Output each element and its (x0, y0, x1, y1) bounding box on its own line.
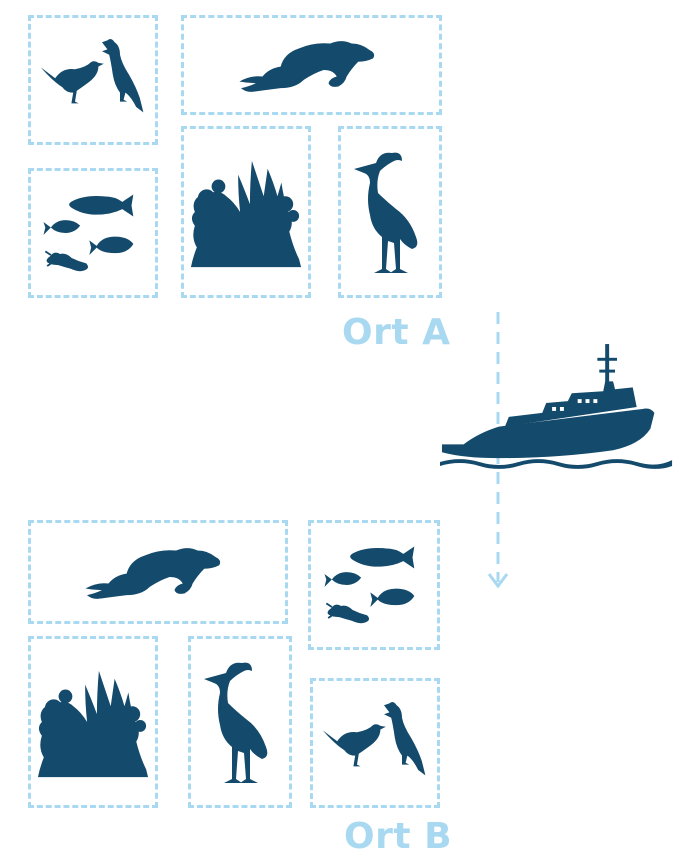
heron-icon (200, 657, 280, 787)
tile-a-otter (181, 15, 442, 115)
tile-a-birds (28, 15, 158, 145)
heron-icon (350, 147, 430, 277)
otter-icon (237, 32, 387, 98)
birds-icon (38, 35, 148, 125)
birds-icon (320, 698, 430, 788)
tile-a-reeds (181, 126, 311, 298)
tile-a-heron (338, 126, 442, 298)
tile-b-reeds (28, 636, 158, 808)
tile-b-heron (188, 636, 292, 808)
reeds-plants-icon (34, 663, 152, 781)
fish-crayfish-icon (38, 187, 148, 279)
fish-crayfish-icon (319, 539, 429, 631)
tile-a-fish (28, 168, 158, 298)
tile-b-fish (308, 520, 440, 650)
tile-b-otter (28, 520, 288, 624)
ship-icon (440, 342, 676, 470)
location-b-label: Ort B (344, 816, 452, 857)
tile-b-birds (310, 678, 440, 808)
reeds-plants-icon (187, 153, 305, 271)
location-a-label: Ort A (342, 312, 450, 353)
otter-icon (83, 539, 233, 605)
